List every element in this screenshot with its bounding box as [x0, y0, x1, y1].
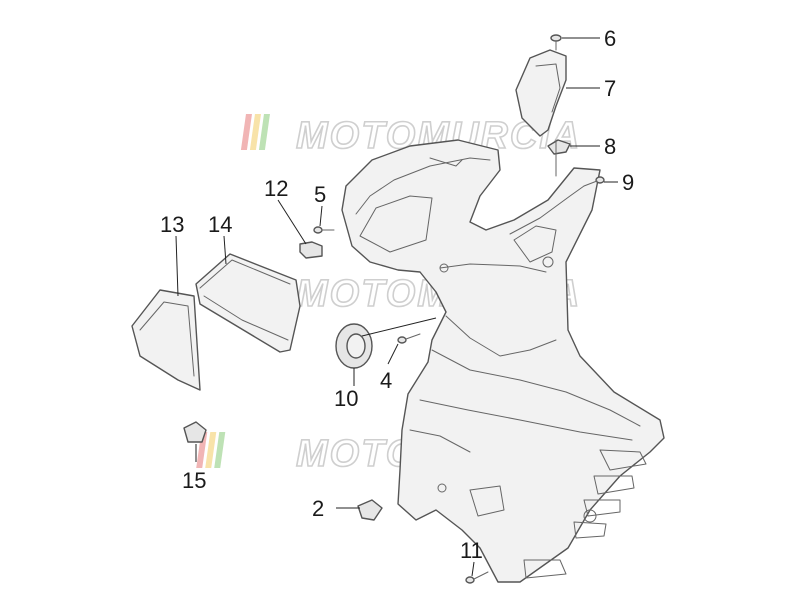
watermark-stripe — [205, 432, 217, 468]
callout-labels: 6 7 8 9 12 5 13 14 10 4 15 2 11 — [160, 26, 634, 563]
leader-line — [175, 235, 179, 297]
watermark-stripe — [196, 432, 208, 468]
watermark-stripe — [240, 114, 252, 150]
leader-line — [471, 561, 475, 577]
screw-part — [397, 333, 421, 344]
callout-label: 12 — [264, 176, 288, 201]
leader-line — [387, 343, 399, 365]
callout-label: 13 — [160, 212, 184, 237]
callout-label: 7 — [604, 76, 616, 101]
screw-part — [313, 226, 335, 234]
screw-part — [465, 571, 489, 584]
clip-nut-part — [547, 139, 571, 177]
clip-part — [299, 241, 323, 259]
watermark-stripe — [214, 432, 226, 468]
clip-part — [357, 499, 383, 521]
storage-lid-part — [131, 289, 201, 391]
legshield-inner-panel — [341, 139, 665, 583]
callout-label: 11 — [460, 538, 483, 563]
watermark-stripe — [258, 114, 270, 150]
callout-label: 6 — [604, 26, 616, 51]
trim-cover-part — [515, 49, 567, 137]
screw-part — [583, 176, 605, 187]
callout-label: 8 — [604, 134, 616, 159]
storage-box-part — [195, 253, 301, 353]
screw-part — [550, 34, 562, 51]
callout-label: 9 — [622, 170, 634, 195]
leader-line — [319, 205, 323, 227]
leader-line — [223, 235, 227, 265]
leader-line — [277, 199, 307, 245]
callout-label: 5 — [314, 182, 326, 207]
leader-lines — [175, 37, 618, 577]
leader-line — [361, 317, 437, 337]
ring-grommet-part — [335, 323, 373, 369]
plug-part — [183, 421, 207, 443]
callout-label: 14 — [208, 212, 232, 237]
watermark-stripe — [249, 114, 261, 150]
callout-label: 4 — [380, 368, 392, 393]
callout-label: 15 — [182, 468, 206, 493]
callout-label: 2 — [312, 496, 324, 521]
callout-label: 10 — [334, 386, 358, 411]
